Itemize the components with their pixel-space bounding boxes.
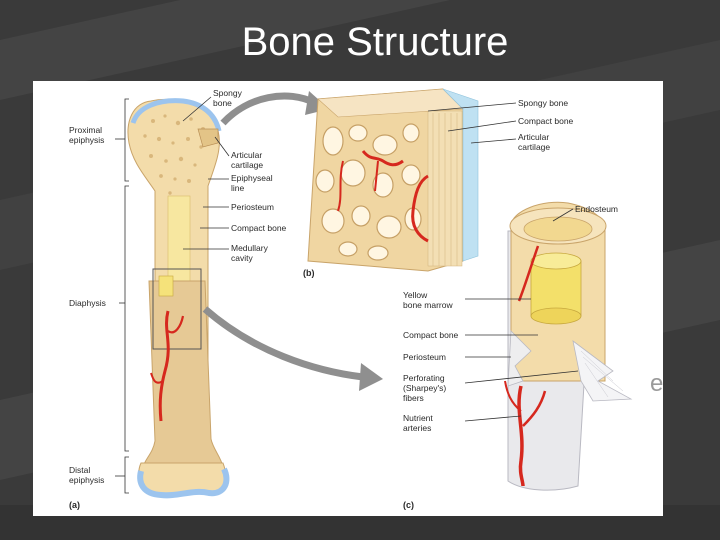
labels-panel-b: Spongy bone Compact bone Articular carti… bbox=[303, 98, 574, 278]
slide-title: Bone Structure bbox=[241, 20, 509, 64]
label-yellow-marrow-2: bone marrow bbox=[403, 300, 453, 310]
label-diaphysis: Diaphysis bbox=[69, 298, 106, 308]
label-periosteum-a: Periosteum bbox=[231, 202, 274, 212]
bone-diagram-panel: Spongy bone Proximal epiphysis Articular… bbox=[33, 81, 663, 516]
label-nutrient-arteries-1: Nutrient bbox=[403, 413, 433, 423]
label-articular-cartilage-b-2: cartilage bbox=[518, 142, 550, 152]
panel-letter-c: (c) bbox=[403, 500, 414, 510]
spongy-bone-section bbox=[307, 88, 517, 272]
panel-letter-a: (a) bbox=[69, 500, 80, 510]
label-proximal-epiphysis-1: Proximal bbox=[69, 125, 102, 135]
labels-panel-c: Endosteum Yellow bone marrow Compact bon… bbox=[403, 204, 618, 510]
label-distal-epiphysis-2: epiphysis bbox=[69, 475, 104, 485]
label-perforating-3: fibers bbox=[403, 393, 424, 403]
label-proximal-epiphysis-2: epiphysis bbox=[69, 135, 104, 145]
label-medullary-cavity-1: Medullary bbox=[231, 243, 269, 253]
label-periosteum-c: Periosteum bbox=[403, 352, 446, 362]
label-epiphyseal-line-1: Epiphyseal bbox=[231, 173, 273, 183]
label-spongy-bone-b: Spongy bone bbox=[518, 98, 568, 108]
label-distal-epiphysis-1: Distal bbox=[69, 465, 90, 475]
label-articular-cartilage-a-1: Articular bbox=[231, 150, 262, 160]
panel-letter-b: (b) bbox=[303, 268, 315, 278]
compact-bone-section bbox=[464, 201, 633, 491]
label-medullary-cavity-2: cavity bbox=[231, 253, 253, 263]
label-spongy-bone-a-2: bone bbox=[213, 98, 232, 108]
label-articular-cartilage-b-1: Articular bbox=[518, 132, 549, 142]
bone-diagram: Spongy bone Proximal epiphysis Articular… bbox=[69, 88, 633, 510]
partial-slide-text: e bbox=[650, 370, 664, 397]
long-bone-illustration bbox=[115, 96, 230, 499]
label-perforating-2: (Sharpey's) bbox=[403, 383, 446, 393]
label-nutrient-arteries-2: arteries bbox=[403, 423, 431, 433]
label-compact-bone-a: Compact bone bbox=[231, 223, 287, 233]
label-articular-cartilage-a-2: cartilage bbox=[231, 160, 263, 170]
label-compact-bone-c: Compact bone bbox=[403, 330, 459, 340]
label-endosteum: Endosteum bbox=[575, 204, 618, 214]
label-perforating-1: Perforating bbox=[403, 373, 445, 383]
label-epiphyseal-line-2: line bbox=[231, 183, 245, 193]
label-spongy-bone-a-1: Spongy bbox=[213, 88, 243, 98]
label-compact-bone-b: Compact bone bbox=[518, 116, 574, 126]
label-yellow-marrow-1: Yellow bbox=[403, 290, 428, 300]
labels-panel-a: Spongy bone Proximal epiphysis Articular… bbox=[69, 88, 287, 510]
